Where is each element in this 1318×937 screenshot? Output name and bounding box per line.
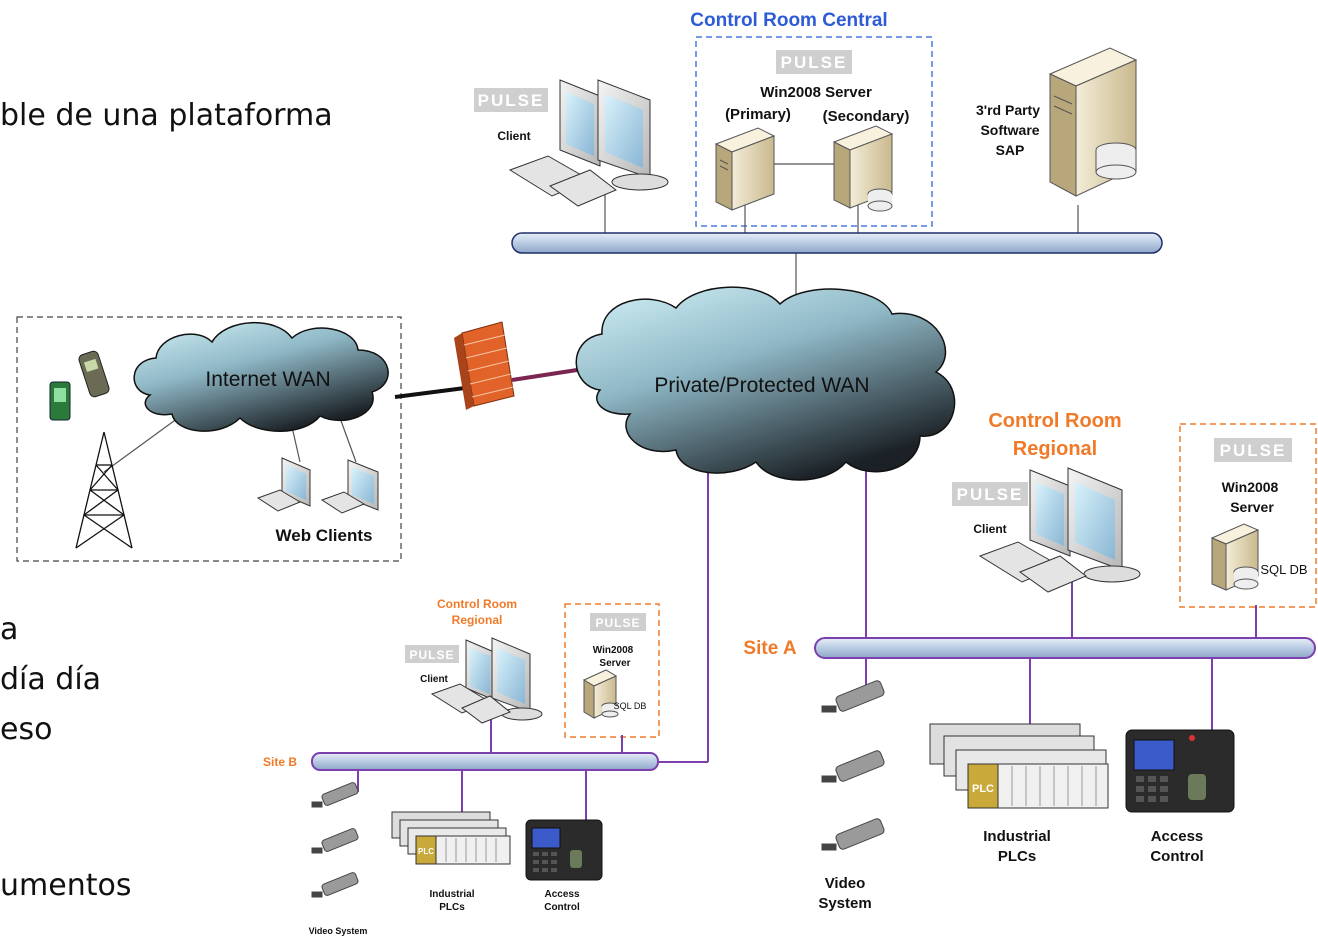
svg-text:PULSE: PULSE [478, 91, 545, 110]
central-server-heading: Win2008 Server [760, 84, 872, 101]
pulse-logo-regional-b-client: PULSE [405, 645, 459, 663]
web-clients-label: Web Clients [276, 526, 373, 545]
private-wan-label: Private/Protected WAN [654, 374, 869, 397]
svg-text:PULSE: PULSE [1220, 441, 1287, 460]
secondary-server-icon [832, 125, 894, 212]
slide-text-line4: eso [0, 712, 53, 747]
site-a-label: Site A [743, 638, 796, 659]
slide-text-line3: día día [0, 662, 102, 697]
site-b-access-line2: Control [544, 902, 580, 913]
site-a-access-line1: Access [1151, 828, 1204, 845]
svg-text:PULSE: PULSE [409, 648, 454, 662]
slide-text-line1: ble de una plataforma [0, 98, 333, 133]
regional-b-client-label: Client [420, 674, 448, 685]
regional-b-server-group [564, 603, 660, 738]
central-title: Control Room Central [690, 10, 887, 31]
central-client-label: Client [497, 129, 530, 143]
svg-text:PLC: PLC [972, 783, 994, 795]
site-a-video-line1: Video [825, 875, 866, 892]
site-b-access-control-icon [525, 819, 603, 881]
third-party-line2: Software [980, 122, 1039, 138]
site-b-plcs-line2: PLCs [439, 902, 465, 913]
regional-a-server-line1: Win2008 [1222, 479, 1279, 495]
regional-b-workstation-icon [430, 637, 543, 724]
regional-b-title-line1: Control Room [437, 597, 517, 611]
svg-text:PLC: PLC [418, 847, 434, 856]
site-b-access-line1: Access [544, 889, 579, 900]
svg-text:PULSE: PULSE [957, 485, 1024, 504]
site-a-bus [814, 637, 1316, 659]
purple-links [357, 450, 1257, 820]
site-a-access-line2: Control [1150, 848, 1203, 865]
site-a-plcs-icon: PLC [929, 723, 1109, 809]
regional-b-server-line1: Win2008 [593, 645, 634, 656]
internet-wan-label: Internet WAN [205, 368, 330, 391]
internet-group [16, 316, 402, 562]
regional-a-title-line2: Regional [1013, 438, 1097, 460]
web-client-1-icon [256, 457, 311, 512]
svg-text:PULSE: PULSE [781, 53, 848, 72]
regional-b-server-line2: Server [599, 658, 630, 669]
site-b-plcs-line1: Industrial [429, 889, 474, 900]
svg-text:PULSE: PULSE [595, 616, 640, 630]
private-wan-cloud: Private/Protected WAN [575, 286, 956, 481]
third-party-line1: 3'rd Party [976, 102, 1040, 118]
central-secondary-label: (Secondary) [823, 108, 910, 125]
site-b-video-label: Video System [309, 926, 368, 936]
regional-a-db-label: SQL DB [1260, 562, 1307, 577]
site-a-video-line2: System [818, 895, 871, 912]
pda-icon [49, 381, 71, 421]
firewall-icon [454, 321, 515, 410]
pulse-logo-central-server: PULSE [776, 50, 852, 74]
central-bus [511, 232, 1163, 254]
regional-a-server-icon [1210, 523, 1260, 591]
regional-a-client-label: Client [973, 522, 1006, 536]
site-a-access-control-icon [1125, 729, 1235, 813]
central-primary-label: (Primary) [725, 106, 791, 123]
site-b-plcs-icon: PLC [391, 811, 511, 865]
site-a-plcs-line1: Industrial [983, 828, 1051, 845]
web-client-2-icon [320, 459, 379, 514]
central-server-group [695, 36, 933, 227]
regional-a-server-line2: Server [1230, 499, 1274, 515]
site-b-bus [311, 752, 659, 771]
regional-b-server-icon [582, 669, 619, 719]
pulse-logo-regional-a-client: PULSE [952, 482, 1028, 506]
central-client-workstation-icon [508, 79, 669, 207]
radio-tower-icon [75, 431, 133, 549]
regional-a-workstation-icon [978, 467, 1141, 593]
site-a-plcs-line2: PLCs [998, 848, 1036, 865]
primary-server-icon [714, 127, 776, 211]
slide-text-line5: umentos [0, 868, 132, 903]
third-party-line3: SAP [996, 142, 1025, 158]
pulse-logo-regional-b-server: PULSE [590, 613, 646, 631]
sap-server-icon [1048, 47, 1138, 197]
pulse-logo-central-client: PULSE [474, 88, 548, 112]
slide-text-line2: a [0, 612, 19, 647]
site-b-label: Site B [263, 755, 297, 769]
internet-firewall-link [394, 386, 466, 399]
regional-a-title-line1: Control Room [988, 410, 1121, 432]
internet-wan-cloud: Internet WAN [133, 321, 389, 432]
regional-b-title-line2: Regional [452, 613, 503, 627]
regional-b-db-label: SQL DB [614, 701, 647, 711]
site-b-cameras-icon [311, 782, 359, 898]
pulse-logo-regional-a-server: PULSE [1214, 438, 1292, 462]
phone-icon [78, 350, 110, 398]
site-a-cameras-icon [821, 680, 885, 851]
